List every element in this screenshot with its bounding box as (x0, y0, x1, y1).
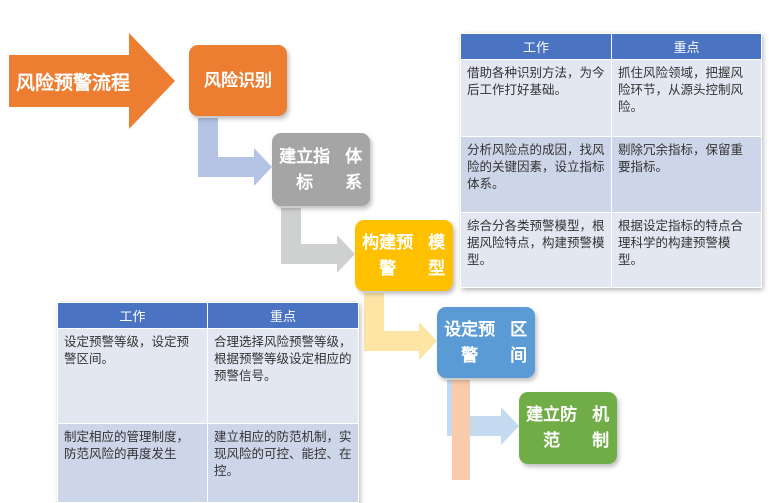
table-cell: 剔除冗余指标，保留重要指标。 (611, 136, 762, 213)
table-row: 综合分各类预警模型，根据风险特点，构建预警模型。 根据设定指标的特点合理科学的构… (460, 212, 762, 288)
table-cell: 根据设定指标的特点合理科学的构建预警模型。 (611, 212, 762, 288)
table-cell: 综合分各类预警模型，根据风险特点，构建预警模型。 (460, 212, 612, 288)
table-row: 借助各种识别方法，为今后工作打好基础。 抓住风险领域，把握风险环节，从源头控制风… (460, 59, 762, 137)
table-row: 设定预警等级，设定预警区间。 合理选择风险预警等级，根据预警等级设定相应的预警信… (57, 328, 359, 424)
step-label-line1: 建立防范 (526, 405, 578, 451)
table-bottom: 工作 重点 设定预警等级，设定预警区间。 合理选择风险预警等级，根据预警等级设定… (57, 302, 359, 503)
step-risk-identification: 风险识别 (189, 45, 287, 116)
step-label-line2: 机制 (592, 405, 610, 451)
step-label-line1: 建立指标 (279, 146, 331, 193)
table-top-header-focus: 重点 (611, 33, 762, 60)
flow-title: 风险预警流程 (15, 71, 130, 94)
step-build-warning-model: 构建预警 模型 (355, 220, 453, 291)
table-cell: 抓住风险领域，把握风险环节，从源头控制风险。 (611, 59, 762, 137)
step-build-index-system: 建立指标 体系 (272, 133, 370, 206)
step-label-line2: 模型 (428, 232, 446, 279)
connector-arrow (198, 118, 272, 186)
table-cell: 建立相应的防范机制，实现风险的可控、能控、在控。 (207, 423, 359, 503)
table-row: 分析风险点的成因，找风险的关键因素，设立指标体系。 剔除冗余指标，保留重要指标。 (460, 136, 762, 213)
connector-arrow (364, 293, 437, 360)
step-label-line1: 构建预警 (362, 232, 414, 279)
step-build-prevention-mechanism: 建立防范 机制 (519, 392, 617, 464)
table-cell: 分析风险点的成因，找风险的关键因素，设立指标体系。 (460, 136, 612, 213)
flow-title-arrow (9, 33, 175, 129)
step-label-line2: 区间 (510, 319, 528, 366)
table-cell: 借助各种识别方法，为今后工作打好基础。 (460, 59, 612, 137)
table-bottom-header-focus: 重点 (207, 302, 359, 329)
table-cell: 设定预警等级，设定预警区间。 (57, 328, 208, 424)
step-label-line2: 体系 (345, 146, 363, 193)
connector-tail (452, 380, 470, 480)
table-row: 制定相应的管理制度，防范风险的再度发生 建立相应的防范机制，实现风险的可控、能控… (57, 423, 359, 503)
step-set-warning-interval: 设定预警 区间 (437, 307, 535, 378)
table-top-header-work: 工作 (460, 33, 612, 60)
connector-arrow (281, 208, 355, 273)
step-label-line1: 设定预警 (444, 319, 496, 366)
table-top: 工作 重点 借助各种识别方法，为今后工作打好基础。 抓住风险领域，把握风险环节，… (460, 33, 762, 288)
table-cell: 合理选择风险预警等级，根据预警等级设定相应的预警信号。 (207, 328, 359, 424)
table-cell: 制定相应的管理制度，防范风险的再度发生 (57, 423, 208, 503)
step-label: 风险识别 (204, 70, 272, 91)
table-bottom-header-work: 工作 (57, 302, 208, 329)
